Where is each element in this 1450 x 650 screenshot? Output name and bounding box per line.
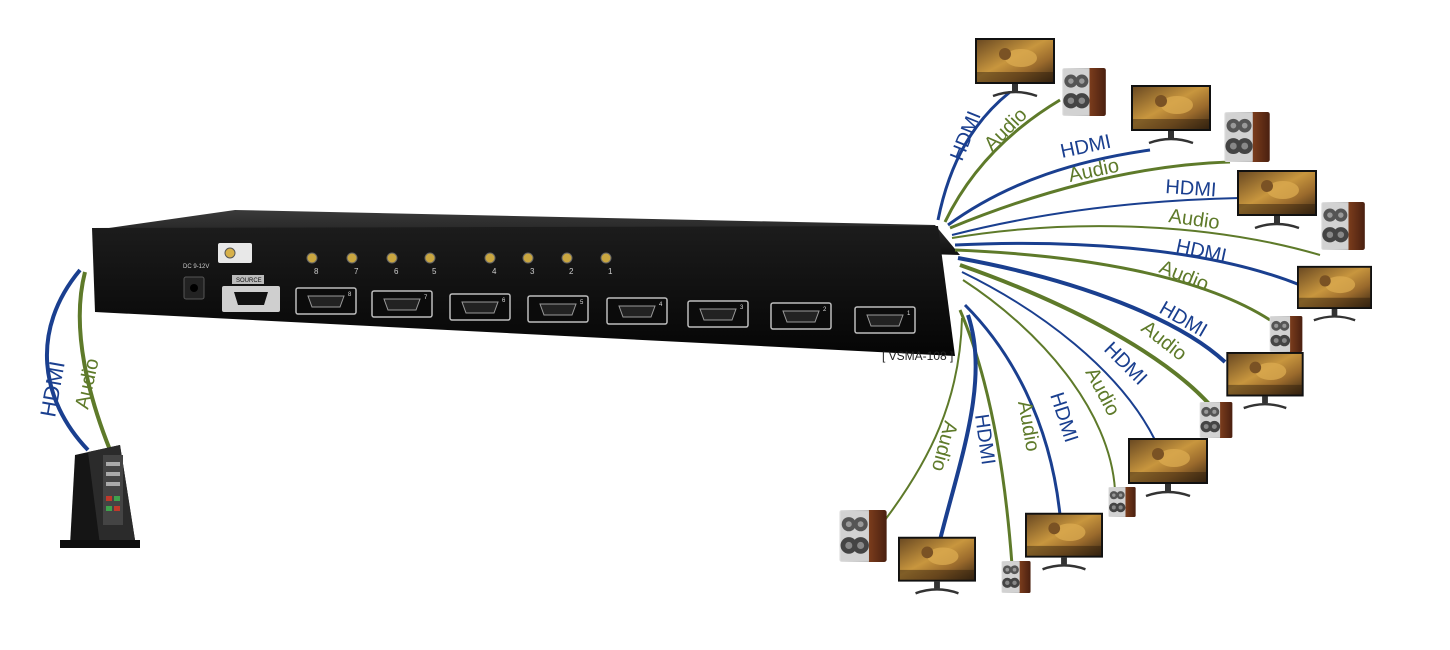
audio-label-7: Audio (1013, 399, 1044, 453)
monitor-icon (898, 536, 976, 595)
audio-jack-label: 5 (432, 267, 437, 276)
hdmi-port-number: 1 (907, 311, 911, 317)
audio-jack-label: 2 (569, 267, 574, 276)
hdmi-output-port: 5 (527, 295, 589, 323)
hdmi-label-3: HDMI (1165, 176, 1218, 202)
source-audio-cable (77, 271, 112, 451)
hdmi-output-port: 2 (770, 302, 832, 330)
audio-label-6: Audio (1081, 364, 1124, 419)
hdmi-port-number: 8 (348, 292, 352, 298)
audio-output-jack: 7 (346, 252, 359, 276)
hdmi-port-number: 2 (823, 307, 827, 313)
audio-jack-label: 8 (314, 267, 319, 276)
output-cables (884, 90, 1321, 566)
audio-output-jack: 8 (306, 252, 319, 276)
hdmi-port-number: 4 (659, 302, 663, 308)
audio-output-jack: 1 (600, 252, 613, 276)
hdmi-label-1: HDMI (946, 108, 986, 164)
hdmi-port-number: 6 (502, 298, 506, 304)
hdmi-label-7: HDMI (1045, 390, 1082, 445)
audio-output-jack: 5 (424, 252, 437, 276)
computer-tower-icon (60, 445, 140, 548)
monitor-icon (975, 38, 1055, 98)
audio-output-jack: 3 (522, 252, 535, 276)
hdmi-port-number: 3 (740, 305, 744, 311)
speaker-icon (1108, 487, 1136, 517)
audio-jack-label: 4 (492, 267, 497, 276)
speaker-icon (1321, 202, 1365, 250)
monitor-icon (1297, 265, 1372, 322)
hdmi-output-port: 1 (854, 306, 916, 334)
audio-jack-label: 1 (608, 267, 613, 276)
hdmi-output-port: 7 (371, 290, 433, 318)
speaker-icon (839, 510, 887, 562)
hdmi-port-number: 7 (424, 295, 428, 301)
hdmi-output-port: 6 (449, 293, 511, 321)
audio-jack-label: 7 (354, 267, 359, 276)
speaker-icon (1224, 112, 1270, 162)
audio-jack-label: 3 (530, 267, 535, 276)
monitor-icon (1025, 512, 1103, 571)
speaker-icon (1269, 316, 1303, 352)
source-audio-label: Audio (71, 356, 103, 411)
source-hdmi-cable (44, 268, 90, 452)
hdmi-output-ports: 8 7 6 5 4 3 2 1 (295, 287, 916, 334)
hdmi-output-port: 3 (687, 300, 749, 328)
speaker-icon (1199, 402, 1233, 438)
audio-jack-label: 6 (394, 267, 399, 276)
audio-output-jack: 4 (484, 252, 497, 276)
monitor-icon (1131, 85, 1211, 145)
audio-output-jack: 6 (386, 252, 399, 276)
audio-output-jack: 2 (561, 252, 574, 276)
hdmi-label-8: HDMI (970, 413, 999, 467)
vsma-device: DC 9-12V SOURCE 8 7 6 5 4 3 2 1 8 7 6 5 4 3 2 1 (92, 210, 960, 356)
audio-output-jacks: 8 7 6 5 4 3 2 1 (306, 252, 613, 276)
monitor-icon (1128, 438, 1208, 498)
power-label: DC 9-12V (183, 264, 209, 270)
model-label: [ VSMA-108 ] (882, 349, 954, 363)
hdmi-output-port: 8 (295, 287, 357, 315)
speaker-icon (1001, 561, 1031, 593)
source-hdmi-label: HDMI (35, 359, 69, 419)
speaker-icon (1062, 68, 1106, 116)
monitor-icon (1226, 352, 1304, 410)
source-label: SOURCE (236, 278, 262, 284)
hdmi-output-port: 4 (606, 297, 668, 325)
monitor-icon (1237, 170, 1317, 230)
hdmi-port-number: 5 (580, 300, 584, 306)
